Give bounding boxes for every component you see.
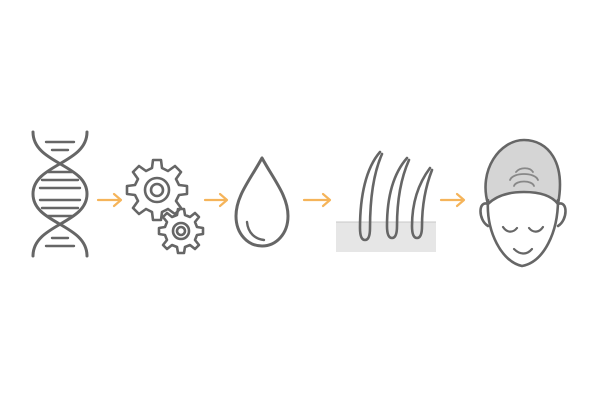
hair-swirl [509, 167, 539, 187]
drop-icon [234, 156, 290, 248]
dna-icon [31, 130, 89, 258]
left-ear [479, 202, 490, 228]
large-gear [125, 158, 189, 222]
hair-strand [385, 156, 411, 240]
gears-icon [125, 158, 205, 255]
hair-strand [410, 166, 434, 240]
left-eye [501, 225, 519, 233]
mouth [512, 247, 534, 255]
hair-cap [484, 138, 562, 206]
right-ear [556, 202, 567, 228]
hair-strand [358, 150, 384, 242]
arrow-right-icon [203, 192, 229, 208]
small-gear [157, 207, 205, 255]
head-icon [479, 138, 567, 268]
right-eye [527, 225, 545, 233]
arrow-right-icon [439, 192, 466, 208]
arrow-right-icon [96, 192, 123, 208]
hair-follicles-icon [336, 150, 436, 252]
face-outline [486, 198, 560, 268]
arrow-right-icon [302, 192, 332, 208]
